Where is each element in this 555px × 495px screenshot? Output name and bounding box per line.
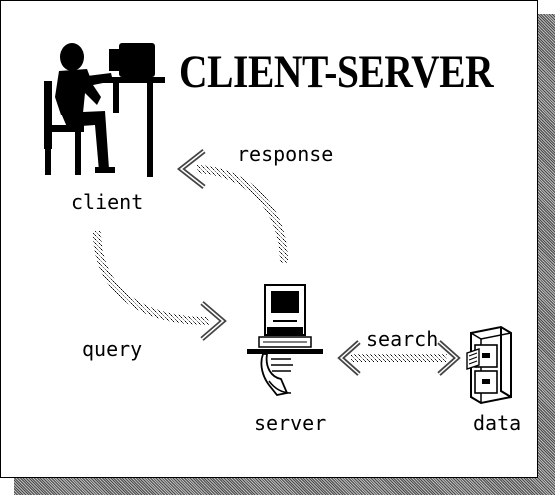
diagram-canvas (44, 43, 512, 405)
search-arrow (337, 340, 461, 376)
data-icon (466, 325, 512, 405)
client-icon (44, 43, 165, 177)
data-label: data (473, 411, 522, 435)
query-label: query (82, 337, 143, 361)
server-label: server (254, 411, 327, 435)
search-label: search (366, 327, 439, 351)
response-arrow (176, 149, 288, 264)
slide-frame: CLIENT-SERVER client response query sear… (0, 0, 538, 478)
diagram-title: CLIENT-SERVER (179, 46, 494, 98)
response-label: response (237, 142, 334, 166)
server-icon (247, 284, 323, 396)
query-arrow (93, 230, 227, 341)
client-label: client (71, 190, 144, 214)
